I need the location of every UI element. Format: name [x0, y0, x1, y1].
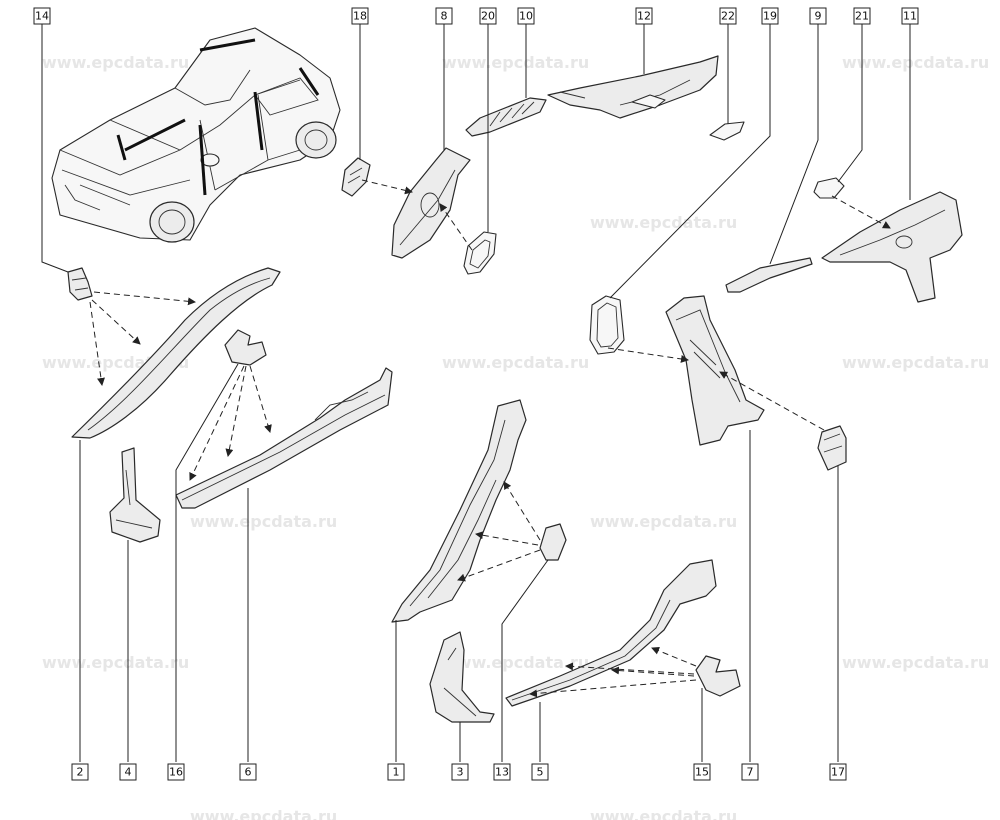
- svg-text:14: 14: [35, 10, 49, 23]
- callout-20: 20: [479, 7, 497, 25]
- callouts-bottom: 2 4 16 6 1 3 13 5 15 7 17: [71, 763, 847, 781]
- part-6-sill-trim: [175, 367, 393, 509]
- watermark-text: www.epcdata.ru: [42, 653, 189, 672]
- part-18-clip: [341, 157, 371, 197]
- watermark-text: www.epcdata.ru: [590, 512, 737, 531]
- svg-text:18: 18: [353, 10, 367, 23]
- part-22-cover: [709, 121, 745, 141]
- part-4-lower-trim: [109, 447, 161, 543]
- watermark-text: www.epcdata.ru: [590, 213, 737, 232]
- part-12-roof-trim: [547, 55, 719, 119]
- svg-text:6: 6: [245, 766, 252, 779]
- callout-17: 17: [829, 763, 847, 781]
- watermark-text: www.epcdata.ru: [442, 53, 589, 72]
- part-3-lower-trim: [429, 631, 495, 723]
- callout-22: 22: [719, 7, 737, 25]
- callout-13: 13: [493, 763, 511, 781]
- callout-10: 10: [517, 7, 535, 25]
- callout-6: 6: [239, 763, 257, 781]
- callout-7: 7: [741, 763, 759, 781]
- callout-19: 19: [761, 7, 779, 25]
- svg-text:11: 11: [903, 10, 917, 23]
- assembly-arrows: [89, 179, 891, 698]
- part-17-clip: [817, 425, 847, 471]
- part-14-clip: [67, 267, 93, 301]
- watermark-text: www.epcdata.ru: [842, 53, 989, 72]
- watermark-text: www.epcdata.ru: [442, 653, 589, 672]
- part-19-seal: [589, 295, 625, 355]
- callout-5: 5: [531, 763, 549, 781]
- callout-11: 11: [901, 7, 919, 25]
- watermark-text: www.epcdata.ru: [442, 353, 589, 372]
- callout-3: 3: [451, 763, 469, 781]
- svg-text:20: 20: [481, 10, 495, 23]
- callout-9: 9: [809, 7, 827, 25]
- svg-text:4: 4: [125, 766, 132, 779]
- callout-1: 1: [387, 763, 405, 781]
- part-16-clip: [224, 329, 267, 366]
- callout-15: 15: [693, 763, 711, 781]
- part-11-rear-trim: [821, 191, 963, 303]
- part-10-grille: [465, 97, 547, 137]
- callouts-top: 14 18 8 20 10 12 22 19 9 21 11: [33, 7, 919, 25]
- svg-text:19: 19: [763, 10, 777, 23]
- watermark-text: www.epcdata.ru: [190, 512, 337, 531]
- part-5-sill-trim: [505, 559, 717, 707]
- svg-text:17: 17: [831, 766, 845, 779]
- part-1-b-pillar-lower: [391, 399, 527, 623]
- callout-16: 16: [167, 763, 185, 781]
- watermark-text: www.epcdata.ru: [190, 807, 337, 820]
- part-7-b-pillar-trim: [665, 295, 765, 446]
- part-15-clip: [695, 655, 741, 697]
- svg-text:16: 16: [169, 766, 183, 779]
- callout-14: 14: [33, 7, 51, 25]
- callout-2: 2: [71, 763, 89, 781]
- part-13-clip: [539, 523, 567, 561]
- part-21-cap: [813, 177, 845, 199]
- callout-21: 21: [853, 7, 871, 25]
- watermark-text: www.epcdata.ru: [42, 53, 189, 72]
- part-8-pillar-trim: [391, 147, 471, 259]
- svg-text:3: 3: [457, 766, 464, 779]
- leader-lines: [41, 24, 911, 762]
- svg-text:12: 12: [637, 10, 651, 23]
- part-2-a-pillar-trim: [71, 267, 281, 439]
- svg-text:21: 21: [855, 10, 869, 23]
- watermarks: www.epcdata.ru www.epcdata.ru www.epcdat…: [42, 53, 989, 820]
- svg-text:5: 5: [537, 766, 544, 779]
- callout-18: 18: [351, 7, 369, 25]
- svg-text:13: 13: [495, 766, 509, 779]
- watermark-text: www.epcdata.ru: [842, 653, 989, 672]
- svg-text:7: 7: [747, 766, 754, 779]
- callout-4: 4: [119, 763, 137, 781]
- svg-text:10: 10: [519, 10, 533, 23]
- svg-text:1: 1: [393, 766, 400, 779]
- svg-text:22: 22: [721, 10, 735, 23]
- part-9-trim: [725, 257, 813, 293]
- svg-text:2: 2: [77, 766, 84, 779]
- svg-text:9: 9: [815, 10, 822, 23]
- svg-text:8: 8: [441, 10, 448, 23]
- svg-text:15: 15: [695, 766, 709, 779]
- watermark-text: www.epcdata.ru: [590, 807, 737, 820]
- callout-8: 8: [435, 7, 453, 25]
- car-illustration: [51, 27, 341, 243]
- watermark-text: www.epcdata.ru: [842, 353, 989, 372]
- part-20-seal: [463, 231, 497, 275]
- callout-12: 12: [635, 7, 653, 25]
